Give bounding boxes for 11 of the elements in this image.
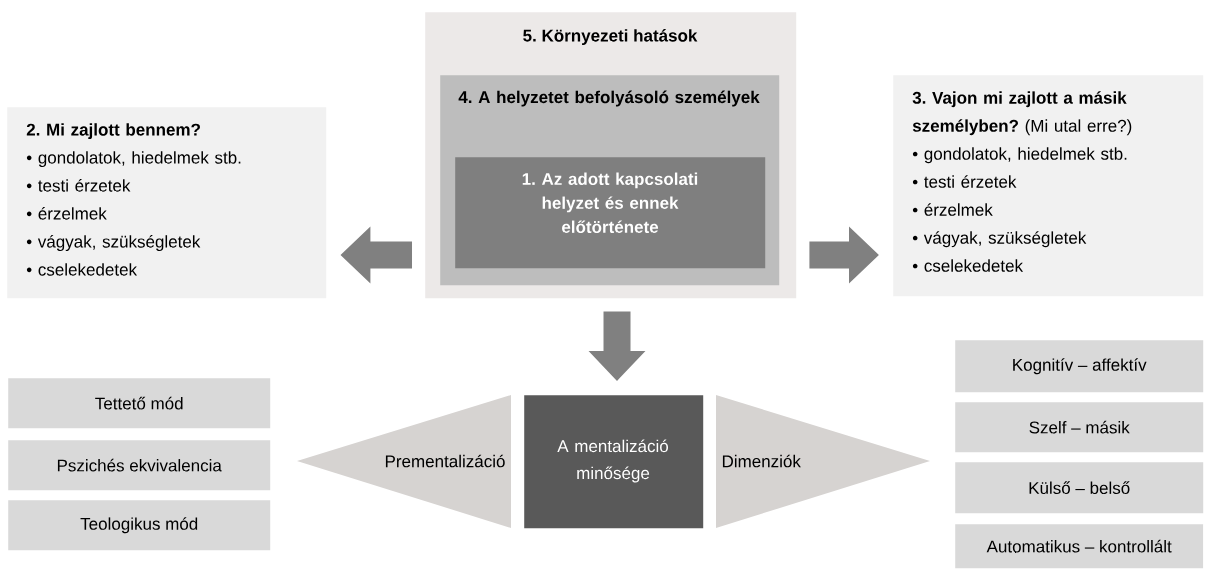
label-box: Szelf – másik: [955, 402, 1204, 453]
center-box: A mentalizáció minősége: [524, 395, 704, 529]
label-box: Kognitív – affektív: [955, 340, 1204, 393]
label-box: Külső – belső: [955, 462, 1204, 514]
text-card: 3. Vajon mi zajlott a másik személyben? (Mi utal erre?) • gondolatok, hiedelmek stb. • testi érzetek • érzelmek • vágyak, szükségletek • cselekedetek: [893, 75, 1204, 297]
text-card: 2. Mi zajlott bennem? • gondolatok, hiedelmek stb. • testi érzetek • érzelmek • vágyak, szükségletek • cselekedetek: [7, 107, 327, 299]
label-box: Pszichés ekvivalencia: [8, 440, 271, 491]
label-box: Teologikus mód: [8, 500, 271, 551]
label-box: Automatikus – kontrollált: [955, 524, 1204, 569]
panel: 1. Az adott kapcsolati helyzet és ennek előtörténete: [455, 157, 766, 269]
label-box: Tettető mód: [8, 378, 271, 429]
